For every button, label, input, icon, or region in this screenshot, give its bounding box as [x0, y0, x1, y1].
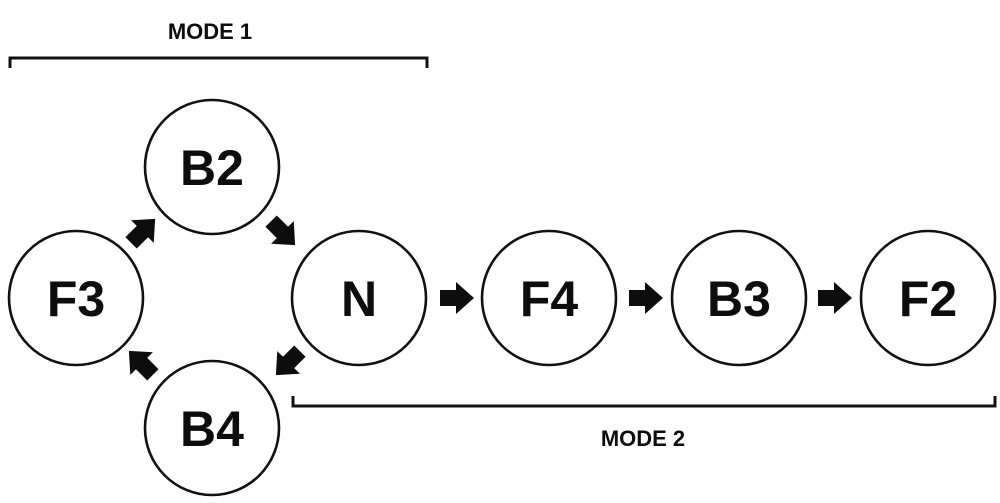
mode1-label: MODE 1	[168, 19, 252, 44]
arrow-n-to-f4	[440, 282, 474, 314]
node-b2-label: B2	[180, 140, 244, 196]
arrow-b4-to-f3	[128, 350, 159, 381]
node-f4-label: F4	[520, 271, 579, 327]
node-b3-label: B3	[707, 271, 771, 327]
node-n-label: N	[341, 271, 377, 327]
arrow-n-to-b4	[275, 345, 306, 376]
arrow-f4-to-b3	[629, 282, 663, 314]
mode1-bracket	[8, 56, 429, 68]
node-f3: F3	[7, 229, 145, 367]
node-b2: B2	[143, 98, 281, 236]
node-n: N	[290, 229, 428, 367]
node-b4: B4	[143, 359, 281, 497]
mode2-label: MODE 2	[601, 426, 685, 451]
node-f2: F2	[859, 229, 997, 367]
node-f2-label: F2	[899, 271, 957, 327]
node-b4-label: B4	[180, 401, 244, 457]
node-f3-label: F3	[47, 271, 105, 327]
node-b3: B3	[670, 229, 808, 367]
arrow-f3-to-b2	[125, 218, 156, 249]
arrow-b2-to-n	[265, 215, 296, 246]
node-f4: F4	[480, 229, 618, 367]
arrow-b3-to-f2	[818, 282, 852, 314]
mode2-bracket	[291, 396, 997, 408]
